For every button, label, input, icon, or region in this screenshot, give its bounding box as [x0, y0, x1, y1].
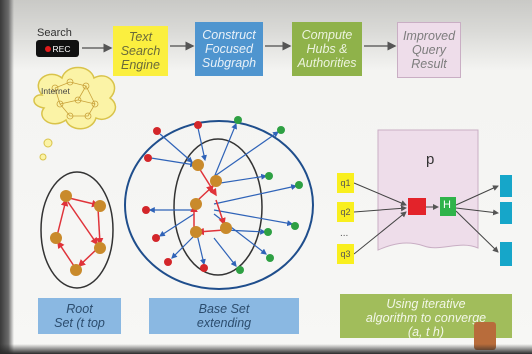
page-shape [377, 129, 479, 251]
base-green-node [234, 116, 242, 124]
compute-hubs-box: Compute Hubs & Authorities [292, 22, 362, 76]
base-set-outer-ellipse [124, 120, 314, 290]
base-set-graph [124, 116, 314, 290]
root-node [60, 190, 72, 202]
hub-node [440, 197, 456, 216]
base-core-node [220, 222, 232, 234]
query-node-q3: q3 [337, 244, 354, 264]
base-green-node [291, 222, 299, 230]
text-search-engine-label: Text Search Engine [120, 30, 161, 72]
internet-cloud-icon [33, 66, 117, 161]
root-node [50, 232, 62, 244]
root-set-ellipse [40, 171, 114, 289]
base-core-node [190, 198, 202, 210]
rec-badge: REC [36, 40, 79, 57]
presenter-thumbnail [474, 322, 496, 350]
internet-label: Internet [41, 86, 70, 96]
base-red-node [152, 234, 160, 242]
query-node-q2: q2 [337, 202, 354, 222]
base-green-node [295, 181, 303, 189]
base-red-node [200, 264, 208, 272]
hub-label: H [443, 199, 451, 211]
out-node [500, 242, 512, 266]
base-set-panel: Base Set extending [149, 298, 299, 334]
out-node [500, 202, 512, 224]
left-edge-shadow [0, 0, 14, 354]
root-set-graph [40, 171, 114, 289]
base-red-node [164, 258, 172, 266]
query-node-q1: q1 [337, 173, 354, 193]
base-red-node [144, 154, 152, 162]
construct-subgraph-label: Construct Focused Subgraph [201, 28, 257, 70]
page-label: p [426, 151, 435, 168]
iterative-label: Using iterative algorithm to converge (a… [365, 297, 487, 338]
base-core-node [190, 226, 202, 238]
base-red-node [153, 127, 161, 135]
root-node [70, 264, 82, 276]
improved-result-box: Improved Query Result [397, 22, 461, 78]
base-green-node [277, 126, 285, 134]
root-node [94, 200, 106, 212]
bottom-edge-shadow [0, 344, 532, 354]
base-set-inner-ellipse [173, 138, 263, 276]
construct-subgraph-box: Construct Focused Subgraph [195, 22, 263, 76]
base-green-node [236, 266, 244, 274]
compute-hubs-label: Compute Hubs & Authorities [297, 28, 357, 70]
root-set-panel: Root Set (t top [38, 298, 121, 334]
rec-label: REC [52, 43, 71, 54]
root-node [94, 242, 106, 254]
base-red-node [194, 121, 202, 129]
authority-node [408, 198, 426, 215]
base-core-node [192, 159, 204, 171]
base-green-node [266, 254, 274, 262]
text-search-engine-box: Text Search Engine [113, 26, 168, 76]
base-green-node [265, 172, 273, 180]
root-set-label: Root Set (t top [54, 302, 105, 330]
record-dot-icon [44, 45, 51, 52]
page-hub-diagram [353, 129, 512, 266]
base-core-node [210, 175, 222, 187]
search-label: Search [37, 27, 72, 39]
base-green-node [264, 228, 272, 236]
base-red-node [142, 206, 150, 214]
improved-result-label: Improved Query Result [402, 29, 456, 71]
query-ellipsis: ... [340, 228, 349, 239]
base-set-label: Base Set extending [196, 302, 252, 330]
out-node [500, 175, 512, 197]
